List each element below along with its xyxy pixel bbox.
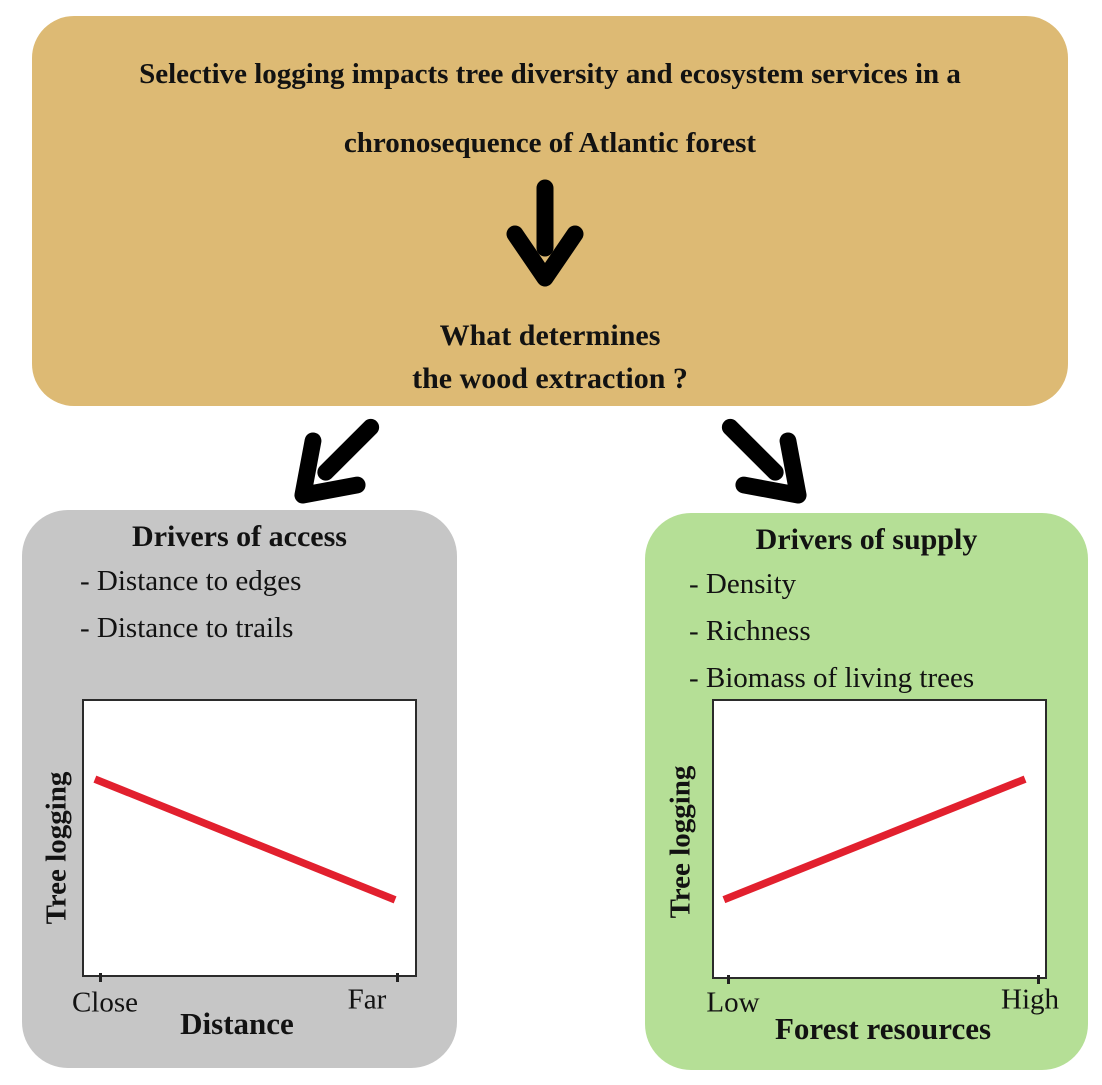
bullet-richness: - Richness bbox=[689, 615, 811, 647]
question-text: What determines the wood extraction ? bbox=[32, 314, 1068, 400]
access-xtick-close: Close bbox=[71, 986, 139, 1019]
supply-xtick-high: High bbox=[1001, 983, 1059, 1016]
access-x-axis-label: Distance bbox=[180, 1006, 294, 1041]
bullet-distance-to-edges: - Distance to edges bbox=[80, 565, 302, 597]
figure-title-line1: Selective logging impacts tree diversity… bbox=[139, 58, 961, 90]
down-arrow-icon bbox=[493, 178, 597, 290]
access-tick-close bbox=[99, 973, 102, 982]
question-line2: the wood extraction ? bbox=[412, 362, 688, 395]
bullet-biomass: - Biomass of living trees bbox=[689, 662, 975, 694]
bullet-density: - Density bbox=[689, 568, 797, 600]
supply-trend-line bbox=[722, 775, 1027, 904]
supply-tick-low bbox=[727, 975, 730, 984]
down-left-arrow-icon bbox=[270, 408, 390, 528]
title-box: Selective logging impacts tree diversity… bbox=[32, 16, 1068, 406]
supply-y-axis-label: Tree logging bbox=[664, 765, 697, 919]
drivers-of-supply-box: Drivers of supply - Density - Richness -… bbox=[645, 513, 1088, 1070]
supply-box-title: Drivers of supply bbox=[755, 523, 978, 556]
drivers-of-access-box: Drivers of access - Distance to edges - … bbox=[22, 510, 457, 1068]
access-y-axis-label: Tree logging bbox=[40, 771, 73, 925]
supply-x-axis-label: Forest resources bbox=[774, 1011, 992, 1046]
access-chart-panel bbox=[82, 699, 417, 977]
supply-bullet-list: - Density - Richness - Biomass of living… bbox=[689, 561, 1088, 702]
supply-xtick-low: Low bbox=[706, 986, 760, 1019]
down-right-arrow-icon bbox=[711, 408, 831, 528]
bullet-distance-to-trails: - Distance to trails bbox=[80, 612, 294, 644]
figure-title-line2: chronosequence of Atlantic forest bbox=[343, 127, 757, 159]
figure-title: Selective logging impacts tree diversity… bbox=[32, 40, 1068, 178]
supply-chart-panel bbox=[712, 699, 1047, 979]
access-bullet-list: - Distance to edges - Distance to trails bbox=[80, 558, 457, 652]
access-trend-line bbox=[93, 775, 397, 904]
access-xtick-far: Far bbox=[347, 983, 387, 1016]
supply-tick-high bbox=[1037, 975, 1040, 984]
access-box-title: Drivers of access bbox=[132, 520, 347, 553]
question-line1: What determines bbox=[439, 319, 661, 352]
access-tick-far bbox=[396, 973, 399, 982]
